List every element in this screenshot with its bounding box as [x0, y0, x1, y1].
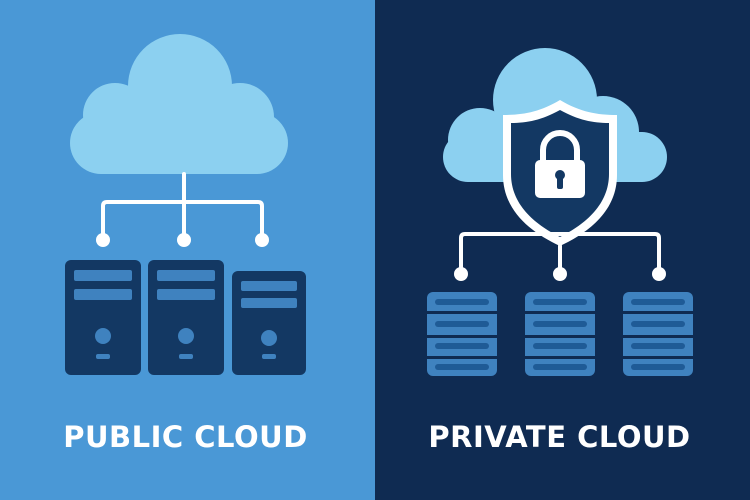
private-cloud-graphic: [427, 48, 693, 376]
padlock-icon: [535, 130, 585, 198]
public-cloud-label: PUBLIC CLOUD: [63, 420, 308, 454]
server-rack-icon: [427, 292, 497, 376]
server-rack-icon: [525, 292, 595, 376]
public-cloud-panel: PUBLIC CLOUD: [0, 0, 375, 500]
private-cloud-label: PRIVATE CLOUD: [428, 420, 691, 454]
server-tower-icon: [65, 260, 141, 375]
cloud-icon: [70, 34, 288, 174]
connector-dots: [454, 267, 666, 281]
private-cloud-panel: PRIVATE CLOUD: [375, 0, 750, 500]
connector-dots: [96, 233, 269, 247]
public-cloud-graphic: [65, 34, 306, 375]
server-tower-icon: [148, 260, 224, 375]
server-tower-icon: [232, 271, 306, 375]
server-rack-icon: [623, 292, 693, 376]
connector-lines: [101, 172, 264, 240]
